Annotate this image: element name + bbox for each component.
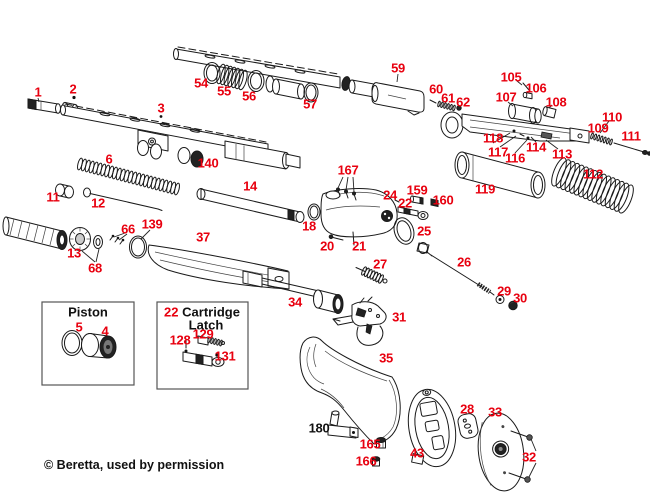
forend-tube-119 [454,151,546,199]
piston-box-title: Piston [68,304,108,320]
rod-12 [83,187,163,211]
bushing-108 [542,104,557,119]
ring-18 [307,203,321,221]
stock-insert-43 [407,388,457,468]
washer-29 [495,295,505,304]
ring-139 [129,229,151,259]
gasket-25 [393,217,415,245]
nut-30 [508,300,518,311]
inset-box-cartridge-latch [156,301,249,390]
plug-165 [376,437,386,449]
dot-2 [72,95,76,100]
pin-24 [394,199,400,203]
link-26 [416,242,495,296]
barrel-top [173,46,394,101]
spring-61 [437,100,456,112]
spacer-28 [457,413,479,439]
ring-11 [55,183,74,199]
plunger-159 [410,195,424,205]
carrier-assembly-113-118 [440,111,590,154]
magazine-tube-14 [196,188,305,223]
dot-3 [159,115,163,118]
copyright-note: © Beretta, used by permission [44,458,225,472]
pin-21 [352,231,355,246]
spring-27 [361,266,384,284]
screw-62 [456,105,462,111]
spring-109 [590,132,613,146]
screws-167 [336,176,357,201]
piston-sleeve [265,75,305,100]
barrel-3 [60,103,301,170]
cartridge-latch-number: 22 [164,304,179,320]
leader-110 [599,120,610,134]
cartridge-latch-22 [397,206,429,220]
magazine-spring-6 [77,157,180,196]
screws-66 [109,232,128,245]
cap-knob-68 [69,227,103,263]
recoil-pad-33 [477,412,525,492]
piston-spring-55 [216,63,248,91]
forend-37 [147,244,290,290]
seal-ring-56 [247,70,265,92]
pad-screws-32 [508,430,537,483]
rod-111 [613,142,650,156]
latch-spring-129 [207,336,223,347]
forend-cap-13 [2,216,68,250]
plug-166 [371,456,381,467]
trigger-group-31 [332,296,387,346]
pin-105 [516,80,530,91]
swivel-stud-180 [327,410,359,439]
pin-160 [430,198,439,208]
pin-60 [429,99,437,104]
receiver-cover [320,188,398,238]
cartridge-latch-word: Cartridge [182,304,240,320]
piston-rings-under-barrel [137,140,162,160]
recoil-spring-112 [551,157,634,214]
gas-piston-107 [507,101,542,124]
slide-assembly-34 [242,270,344,314]
ring-57 [303,82,319,103]
spring-plug-27 [355,267,388,284]
cartridge-latch-box-title: 22 Cartridge [164,306,240,319]
gas-cylinder-59 [371,73,425,116]
inset-box-piston [41,301,135,386]
rings-140 [177,147,204,168]
pin-20 [328,234,344,241]
cartridge-latch-box-title-line2: Latch [188,317,224,333]
bushing-106 [522,91,533,100]
